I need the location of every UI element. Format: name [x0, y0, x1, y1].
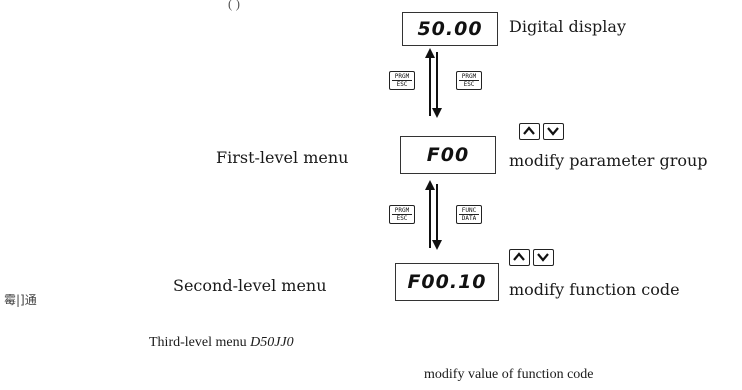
chevron-down-icon — [537, 253, 549, 262]
chevron-up-icon — [523, 126, 535, 135]
prgm-esc-key[interactable]: PRGM ESC — [389, 205, 415, 224]
intro-text: ( ) — [228, 0, 240, 11]
updown-arrows-2 — [425, 180, 442, 250]
third-level-menu: Third-level menu D50JJ0 — [149, 335, 294, 351]
down-key[interactable] — [533, 249, 554, 266]
digital-display: 50.00 — [402, 12, 498, 46]
down-key[interactable] — [543, 123, 564, 140]
artifact-text: 霉|]通 — [4, 293, 37, 307]
third-level-code: D50JJ0 — [250, 335, 294, 350]
up-key[interactable] — [509, 249, 530, 266]
chevron-down-icon — [547, 127, 559, 136]
prgm-esc-key[interactable]: PRGM ESC — [456, 71, 482, 90]
second-level-menu-label: Second-level menu — [173, 276, 327, 295]
second-level-display: F00.10 — [395, 263, 499, 301]
chevron-up-icon — [513, 252, 525, 261]
up-key[interactable] — [519, 123, 540, 140]
prgm-esc-key[interactable]: PRGM ESC — [389, 71, 415, 90]
second-level-hint: modify function code — [509, 280, 680, 299]
third-level-menu-label: Third-level menu — [149, 335, 247, 350]
digital-display-label: Digital display — [509, 17, 626, 36]
first-level-hint: modify parameter group — [509, 151, 708, 170]
first-level-menu-label: First-level menu — [216, 148, 349, 167]
third-level-hint: modify value of function code — [424, 367, 594, 382]
first-level-display: F00 — [400, 136, 496, 174]
func-data-key[interactable]: FUNC DATA — [456, 205, 482, 224]
updown-arrows-1 — [425, 48, 442, 118]
